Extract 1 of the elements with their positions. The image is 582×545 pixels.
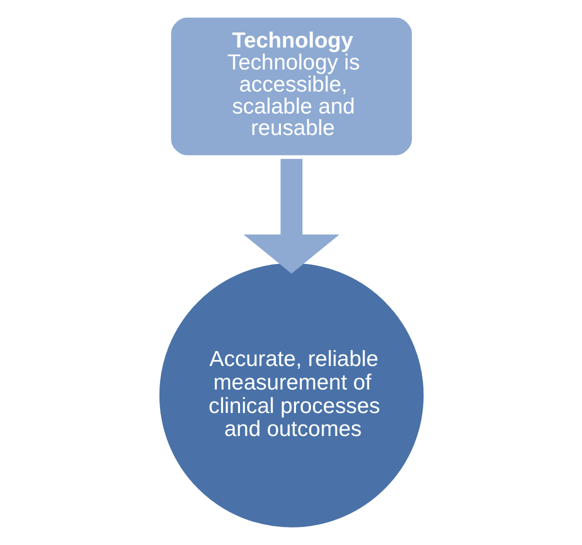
arrow (243, 158, 339, 274)
